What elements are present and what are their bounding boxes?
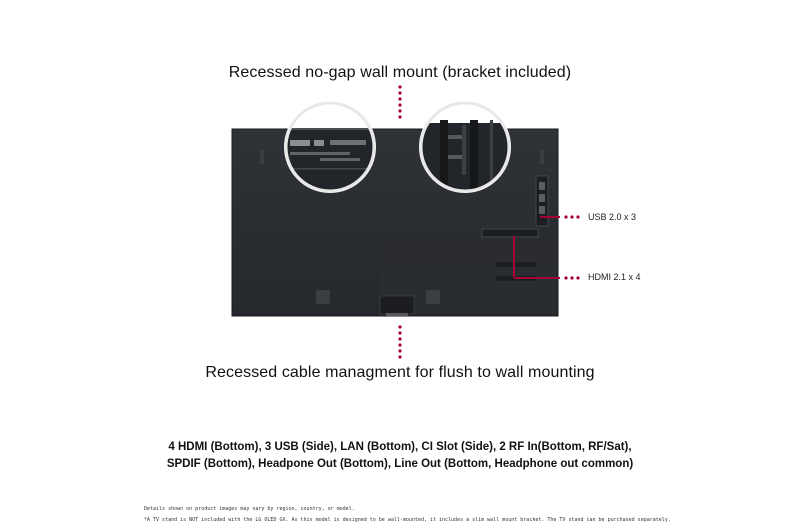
hdmi-callout-line (513, 236, 580, 280)
usb-callout-label: USB 2.0 x 3 (588, 212, 637, 222)
top-caption: Recessed no-gap wall mount (bracket incl… (228, 64, 572, 81)
footnote-1: Details shown on product images may vary… (144, 506, 355, 512)
connectivity-line-1: 4 HDMI (Bottom), 3 USB (Side), LAN (Bott… (168, 441, 632, 453)
wall-mount-zoom-right (419, 101, 511, 193)
bottom-bracket (379, 295, 415, 315)
connectivity-line-2: SPDIF (Bottom), Headpone Out (Bottom), L… (166, 458, 634, 470)
wall-mount-zoom-left (284, 101, 376, 193)
bottom-dotted-connector (398, 325, 402, 359)
top-dotted-connector (398, 85, 402, 119)
usb-callout-line (540, 215, 580, 219)
bottom-caption: Recessed cable managment for flush to wa… (205, 364, 595, 381)
hdmi-callout-label: HDMI 2.1 x 4 (588, 272, 641, 282)
usb-port-module (535, 175, 549, 227)
footnote-2: *A TV stand is NOT included with the LG … (144, 517, 671, 523)
